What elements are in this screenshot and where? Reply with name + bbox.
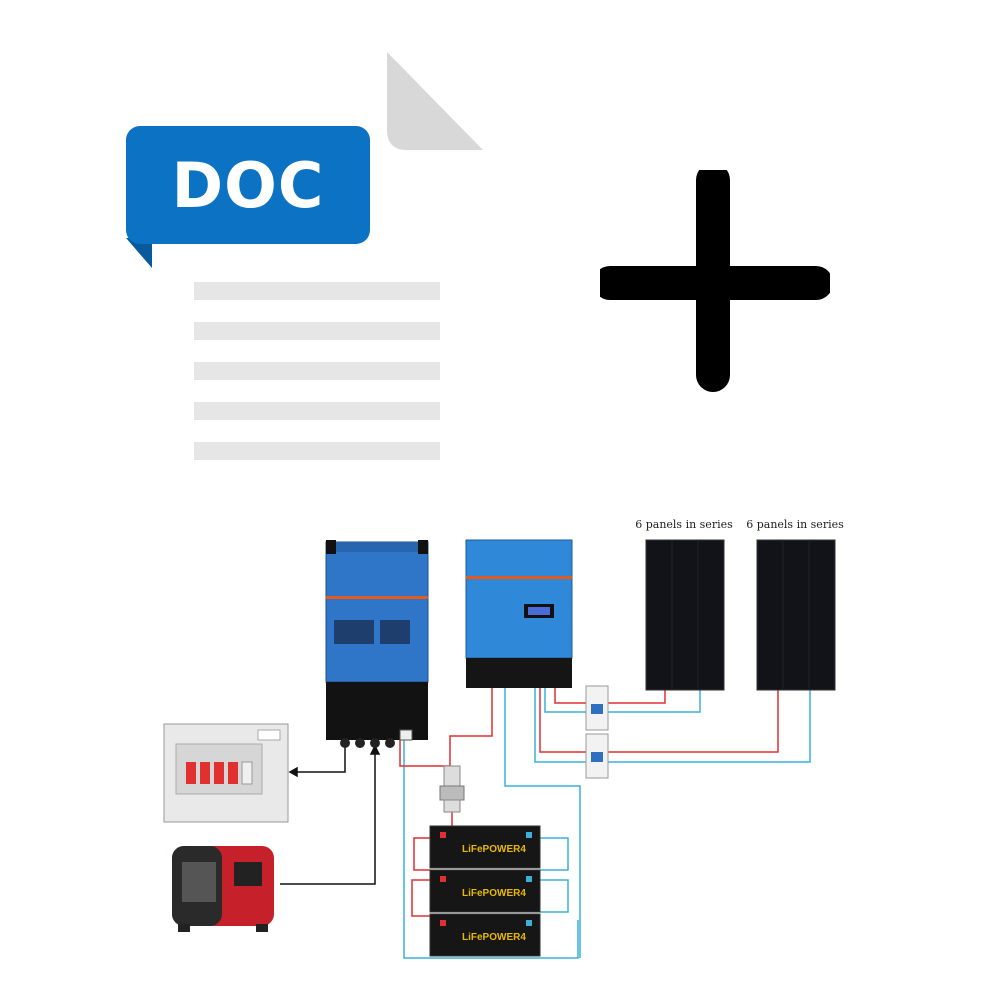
doc-text-lines xyxy=(194,282,440,460)
positive-wires xyxy=(399,688,779,917)
panel-array-caption-2: 6 panels in series xyxy=(746,518,844,531)
doc-line xyxy=(194,322,440,340)
dc-breaker-1 xyxy=(585,685,609,731)
battery-label: LiFePOWER4 xyxy=(462,932,526,943)
ac-distribution-panel xyxy=(163,723,289,823)
panel-array-caption-1: 6 panels in series xyxy=(635,518,733,531)
portable-generator xyxy=(172,846,274,932)
doc-line xyxy=(194,402,440,420)
doc-badge xyxy=(126,126,370,244)
doc-line xyxy=(194,282,440,300)
doc-badge-tail xyxy=(126,238,152,268)
doc-badge-label: DOC xyxy=(171,148,325,222)
doc-file-icon xyxy=(126,52,483,460)
solar-panel-array-2 xyxy=(756,539,836,691)
plus-icon[interactable] xyxy=(600,170,830,400)
doc-line xyxy=(194,362,440,380)
battery-fuse xyxy=(439,765,465,813)
doc-fold xyxy=(387,52,483,150)
battery-label: LiFePOWER4 xyxy=(462,888,526,899)
battery-label: LiFePOWER4 xyxy=(462,844,526,855)
inverter-multiplus xyxy=(325,540,429,748)
solar-wiring-diagram: LiFePOWER4 LiFePOWER4 LiFePOWER4 xyxy=(163,539,836,959)
solar-panel-array-1 xyxy=(645,539,725,691)
doc-line xyxy=(194,442,440,460)
ac-wires xyxy=(280,742,381,885)
charge-controller xyxy=(465,539,573,688)
negative-wires xyxy=(403,688,811,959)
battery-bank xyxy=(429,825,541,957)
dc-breaker-2 xyxy=(585,733,609,779)
